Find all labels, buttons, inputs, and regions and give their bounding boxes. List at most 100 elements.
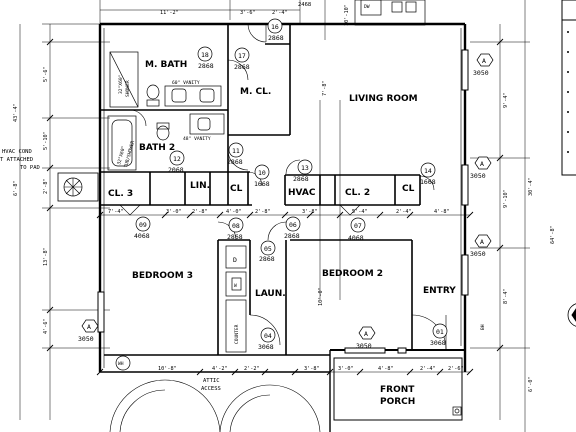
window-tag-4: A xyxy=(87,323,91,331)
dim-mid-b: 10'-10" xyxy=(344,4,350,26)
interior-walls xyxy=(100,24,421,356)
dim-row2-a: 10'-8" xyxy=(158,366,177,372)
room-label-bath-2: BATH 2 xyxy=(139,143,175,153)
dim-mid-c: 10'-0" xyxy=(318,287,324,306)
dim-left-e: 6'-8" xyxy=(13,180,19,196)
dim-right-a: 9'-4" xyxy=(503,92,509,108)
dishwasher-label: DW xyxy=(364,4,370,10)
dim-row1-h: 2'-4" xyxy=(396,209,412,215)
tub-size-label: 32"X60" xyxy=(116,145,127,165)
dim-left-f: 13'-8" xyxy=(43,247,49,266)
door-num-12: 12 xyxy=(173,155,181,163)
dim-left-g: 4'-6" xyxy=(43,318,49,334)
hvac-note-1: HVAC COND xyxy=(2,149,32,155)
bh-label: BH xyxy=(480,324,486,330)
door-num-10: 10 xyxy=(258,169,266,177)
counter-label: COUNTER xyxy=(234,324,240,344)
room-label-closet-a: CL xyxy=(230,184,243,194)
door-num-04: 04 xyxy=(264,332,272,340)
dim-top-a: 11'-2" xyxy=(160,10,179,16)
room-label-bedroom-2: BEDROOM 2 xyxy=(322,269,383,279)
schedule-table-bullets xyxy=(567,31,569,153)
window-labels: A 3050 A 3050 A 3050 A 3050 A 3050 xyxy=(78,57,489,350)
window-size-3: 3050 xyxy=(470,250,486,258)
hvac-note-3: TO PAD xyxy=(20,165,40,171)
door-size-04: 3068 xyxy=(258,343,274,351)
garage-door-arcs xyxy=(109,379,321,432)
dim-row2-b: 4'-2" xyxy=(212,366,228,372)
dim-right-d: 30'-4" xyxy=(528,177,534,196)
hvac-note-2: T ATTACHED xyxy=(0,157,33,163)
door-size-17: 2868 xyxy=(234,63,250,71)
dim-right-f: 6'-0" xyxy=(528,376,534,392)
door-size-13: 2868 xyxy=(293,175,309,183)
attic-label-2: ACCESS xyxy=(201,386,221,392)
hvac-condenser-unit xyxy=(57,172,99,202)
shower-label: SHOWER xyxy=(125,80,131,97)
dim-row1-c: 2'-8" xyxy=(192,209,208,215)
room-label-living-room: LIVING ROOM xyxy=(349,94,418,104)
window-tags xyxy=(81,53,494,340)
door-tags xyxy=(115,18,448,371)
room-label-closet-3: CL. 3 xyxy=(108,189,133,199)
window-size-1: 3050 xyxy=(473,69,489,77)
dim-right-c: 8'-4" xyxy=(503,288,509,304)
window-size-2: 3050 xyxy=(470,172,486,180)
top-number: 2468 xyxy=(298,2,311,8)
room-label-linen: LIN. xyxy=(190,181,210,191)
dim-row1-d: 4'-0" xyxy=(226,209,242,215)
section-marker xyxy=(567,303,576,327)
dim-left-a: 5'-6" xyxy=(43,66,49,82)
door-size-05: 2868 xyxy=(259,255,275,263)
dim-row1-f: 3'-8" xyxy=(302,209,318,215)
room-label-entry: ENTRY xyxy=(423,286,456,296)
window-tag-1: A xyxy=(482,57,486,65)
room-label-master-closet: M. CL. xyxy=(240,87,271,97)
door-size-18: 2868 xyxy=(198,62,214,70)
dim-row1-a: 7'-4" xyxy=(108,209,124,215)
door-size-11: 2868 xyxy=(227,158,243,166)
door-num-18: 18 xyxy=(201,51,209,59)
dim-left-c: 43'-4" xyxy=(13,103,19,122)
door-size-14: 1668 xyxy=(420,178,436,186)
door-num-14: 14 xyxy=(424,167,432,175)
door-size-12: 2068 xyxy=(168,166,184,174)
dimension-text: 11'-2" 3'-6" 2'-4" 5'-6" 5'-10" 43'-4" 2… xyxy=(13,4,556,392)
water-heater-label: WH xyxy=(118,361,124,367)
window-openings xyxy=(97,49,469,354)
fixtures xyxy=(107,0,462,416)
dim-right-b: 9'-10" xyxy=(503,189,509,208)
door-size-06: 2868 xyxy=(284,232,300,240)
door-num-01: 01 xyxy=(436,328,444,336)
room-label-bedroom-3: BEDROOM 3 xyxy=(132,271,193,281)
door-labels: 18 2868 17 2868 16 2868 12 2068 11 2868 … xyxy=(134,23,446,351)
shower-size-label: 32"X60" xyxy=(118,75,124,94)
dim-left-d: 2'-8" xyxy=(43,178,49,194)
door-num-16: 16 xyxy=(271,23,279,31)
dim-row1-g: 5'-4" xyxy=(352,209,368,215)
room-label-master-bath: M. BATH xyxy=(145,60,187,70)
dim-row1-i: 4'-8" xyxy=(434,209,450,215)
door-num-07: 07 xyxy=(354,222,362,230)
door-num-06: 06 xyxy=(289,221,297,229)
door-num-11: 11 xyxy=(232,147,240,155)
dimension-ticks xyxy=(46,38,504,376)
room-label-front-porch-2: PORCH xyxy=(380,397,415,407)
dim-top-c: 2'-4" xyxy=(272,10,288,16)
dim-mid-a: 7'-8" xyxy=(322,80,328,96)
room-label-laundry: LAUN. xyxy=(255,289,286,299)
door-num-08: 08 xyxy=(232,222,240,230)
door-num-09: 09 xyxy=(139,221,147,229)
dim-row2-h: 2'-6" xyxy=(448,366,464,372)
window-size-4: 3050 xyxy=(78,335,94,343)
door-num-17: 17 xyxy=(238,52,246,60)
room-label-front-porch-1: FRONT xyxy=(380,385,415,395)
window-tag-3: A xyxy=(480,238,484,246)
dim-top-b: 3'-6" xyxy=(240,10,256,16)
room-label-closet-2: CL. 2 xyxy=(345,188,370,198)
dim-right-e: 64'-8" xyxy=(550,225,556,244)
room-label-closet-b: CL xyxy=(402,184,415,194)
vanity-48-label: 48" VANITY xyxy=(183,136,211,142)
notes: HVAC COND T ATTACHED TO PAD 2468 xyxy=(0,2,311,171)
dim-row1-e: 2'-8" xyxy=(255,209,271,215)
